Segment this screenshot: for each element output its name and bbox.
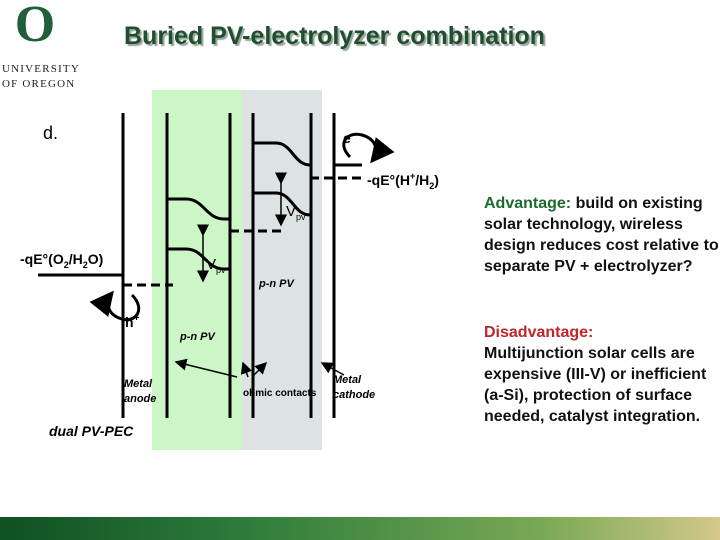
ohmic-contacts-label: ohmic contacts [243,388,317,399]
disadvantage-text: Multijunction solar cells are expensive … [484,345,707,425]
contact-pointer-arrows [174,358,345,378]
logo-line-1: UNIVERSITY [2,63,80,75]
slide-title: Buried PV-electrolyzer combination [124,22,545,50]
vpv-arrows [197,172,287,283]
pn-pv-upper-label: p-n PV [258,278,295,290]
footer-bar [0,517,720,540]
disadvantage-paragraph: Disadvantage: Multijunction solar cells … [484,322,720,427]
band-diagram: d. e- h+ -qE°(H+/H2) -qE°(O2/H2O) Vpv Vp… [10,85,465,450]
fermi-dashed-levels [123,176,362,287]
university-logo: O UNIVERSITY OF OREGON [0,0,80,92]
advantage-heading: Advantage: [484,195,572,212]
panel-letter: d. [43,123,58,143]
gray-pv-region [242,90,322,450]
metal-cathode-label-2: cathode [333,389,375,401]
vpv-lower-label: Vpv [206,256,226,275]
logo-mark-icon: O [14,0,56,53]
electron-label: e- [343,129,354,146]
hole-label: h+ [125,313,140,330]
disadvantage-heading: Disadvantage: [484,324,594,341]
diagram-caption: dual PV-PEC [49,423,134,439]
metal-cathode-label-1: Metal [333,374,362,386]
oxygen-redox-level-label: -qE°(O2/H2O) [20,251,103,270]
metal-anode-label-1: Metal [124,378,153,390]
advantage-text: build on existing solar technology, wire… [484,195,719,275]
metal-anode-label-2: anode [124,393,156,405]
logo-line-2: OF OREGON [2,78,76,90]
hydrogen-redox-level-label: -qE°(H+/H2) [367,171,439,191]
electron-transfer-arrow-icon [342,132,395,164]
advantage-paragraph: Advantage: build on existing solar techn… [484,193,720,277]
pn-pv-lower-label: p-n PV [179,331,216,343]
hole-transfer-arrow-icon [89,290,141,322]
vpv-upper-label: Vpv [286,203,306,222]
